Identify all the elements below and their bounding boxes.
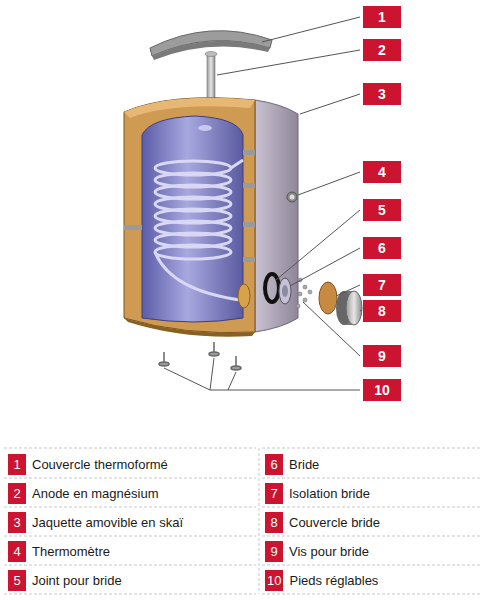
legend-number: 2	[8, 483, 26, 504]
part-name: Bride	[289, 457, 319, 472]
callout-text: 3	[378, 86, 386, 102]
legend-row: 9 Vis pour bride	[265, 539, 369, 563]
callout-text: 5	[378, 202, 386, 218]
part-name: Isolation bride	[289, 486, 370, 501]
callout-text: 10	[374, 382, 390, 398]
callout-number: 1	[363, 6, 401, 28]
legend-row: 7 Isolation bride	[265, 481, 370, 505]
legend-number: 5	[8, 570, 26, 591]
callout-number: 7	[363, 274, 401, 296]
legend-row: 8 Couvercle bride	[265, 510, 380, 534]
part-name: Joint pour bride	[32, 573, 122, 588]
legend-row: 1 Couvercle thermoformé	[8, 452, 168, 476]
callout-text: 2	[378, 42, 386, 58]
legend-number: 4	[8, 541, 26, 562]
callout-number: 2	[363, 39, 401, 61]
part-name: Couvercle thermoformé	[32, 457, 168, 472]
legend-number: 3	[8, 512, 26, 533]
legend-row: 6 Bride	[265, 452, 319, 476]
callout-text: 8	[378, 303, 386, 319]
legend-number: 9	[265, 541, 283, 562]
part-name: Vis pour bride	[289, 544, 369, 559]
callout-number: 9	[363, 345, 401, 367]
callout-text: 1	[378, 9, 386, 25]
legend-row: 3 Jaquette amovible en skaï	[8, 510, 183, 534]
part-name: Anode en magnésium	[32, 486, 158, 501]
legend-row: 4 Thermomètre	[8, 539, 110, 563]
callout-number: 10	[363, 379, 401, 401]
legend-number: 1	[8, 454, 26, 475]
legend-number: 10	[265, 570, 283, 591]
legend-row: 5 Joint pour bride	[8, 568, 122, 592]
callout-number: 6	[363, 237, 401, 259]
legend-number: 7	[265, 483, 283, 504]
callout-text: 7	[378, 277, 386, 293]
callout-text: 6	[378, 240, 386, 256]
part-name: Jaquette amovible en skaï	[32, 515, 183, 530]
callout-number: 3	[363, 83, 401, 105]
part-name: Thermomètre	[32, 544, 110, 559]
callout-text: 4	[378, 164, 386, 180]
part-name: Couvercle bride	[289, 515, 380, 530]
legend-number: 6	[265, 454, 283, 475]
callout-number: 4	[363, 161, 401, 183]
callout-number: 5	[363, 199, 401, 221]
part-name: Pieds réglables	[289, 573, 378, 588]
legend-row: 10 Pieds réglables	[265, 568, 378, 592]
legend-row: 2 Anode en magnésium	[8, 481, 158, 505]
callout-text: 9	[378, 348, 386, 364]
callout-number: 8	[363, 300, 401, 322]
legend-number: 8	[265, 512, 283, 533]
